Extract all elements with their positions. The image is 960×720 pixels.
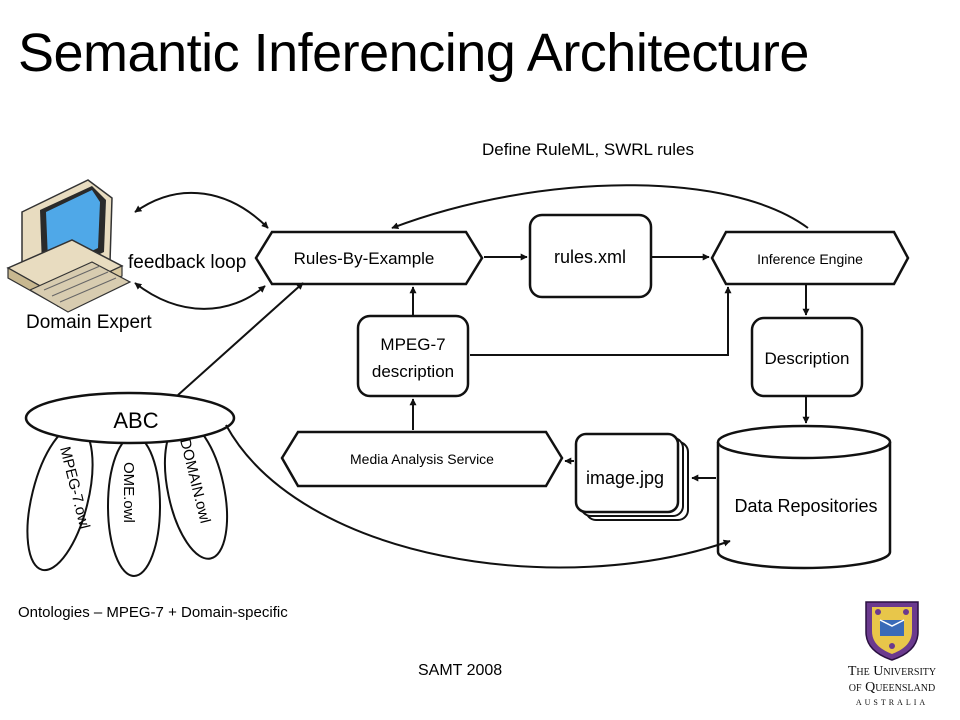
rules-xml-label: rules.xml — [554, 247, 626, 267]
image-jpg-box: image.jpg — [574, 432, 689, 521]
uq-logo-line2: of Queensland — [848, 680, 936, 695]
rules-xml-box: rules.xml — [528, 213, 653, 299]
uq-logo-line3: AUSTRALIA — [855, 698, 929, 707]
rules-note: Define RuleML, SWRL rules — [482, 140, 694, 159]
inference-engine-box: Inference Engine — [710, 230, 910, 286]
uq-crest-icon — [865, 601, 919, 661]
arrow-mpeg7-to-inference — [470, 286, 732, 356]
ontology-note: Ontologies – MPEG-7 + Domain-specific — [18, 604, 288, 621]
rules-by-example-box: Rules-By-Example — [254, 230, 484, 286]
feedback-arrow-top — [134, 191, 269, 229]
data-repositories-label: Data Repositories — [734, 496, 877, 516]
media-analysis-service-box: Media Analysis Service — [280, 430, 564, 488]
uq-logo: The University of Queensland AUSTRALIA — [832, 600, 952, 712]
description-label: Description — [764, 349, 849, 368]
arrow-inference-to-rbe-curve — [391, 184, 809, 230]
computer-icon — [6, 179, 132, 313]
abc-ontology-ellipse — [24, 391, 236, 445]
feedback-arrow-bottom — [134, 282, 266, 310]
feedback-loop-label: feedback loop — [128, 252, 246, 273]
mpeg7-description-box: MPEG-7 description — [356, 314, 470, 398]
ontology-petal-mpeg7 — [26, 424, 94, 572]
abc-label: ABC — [113, 408, 158, 433]
rules-by-example-label: Rules-By-Example — [294, 249, 435, 268]
media-analysis-service-label: Media Analysis Service — [350, 451, 494, 467]
mpeg7-description-line2: description — [372, 362, 454, 381]
page-title: Semantic Inferencing Architecture — [18, 23, 809, 83]
ome-owl-label: OME.owl — [120, 462, 137, 523]
footer-text: SAMT 2008 — [418, 662, 503, 679]
image-jpg-label: image.jpg — [586, 468, 664, 488]
mpeg7-description-line1: MPEG-7 — [380, 335, 445, 354]
inference-engine-label: Inference Engine — [757, 251, 863, 267]
data-repositories-cylinder: Data Repositories — [716, 424, 892, 570]
arrow-abc-to-rbe — [177, 282, 304, 396]
description-box: Description — [750, 316, 864, 398]
domain-expert-label: Domain Expert — [26, 312, 152, 333]
arrow-abc-to-repositories — [225, 424, 731, 569]
uq-logo-line1: The University — [847, 664, 937, 679]
